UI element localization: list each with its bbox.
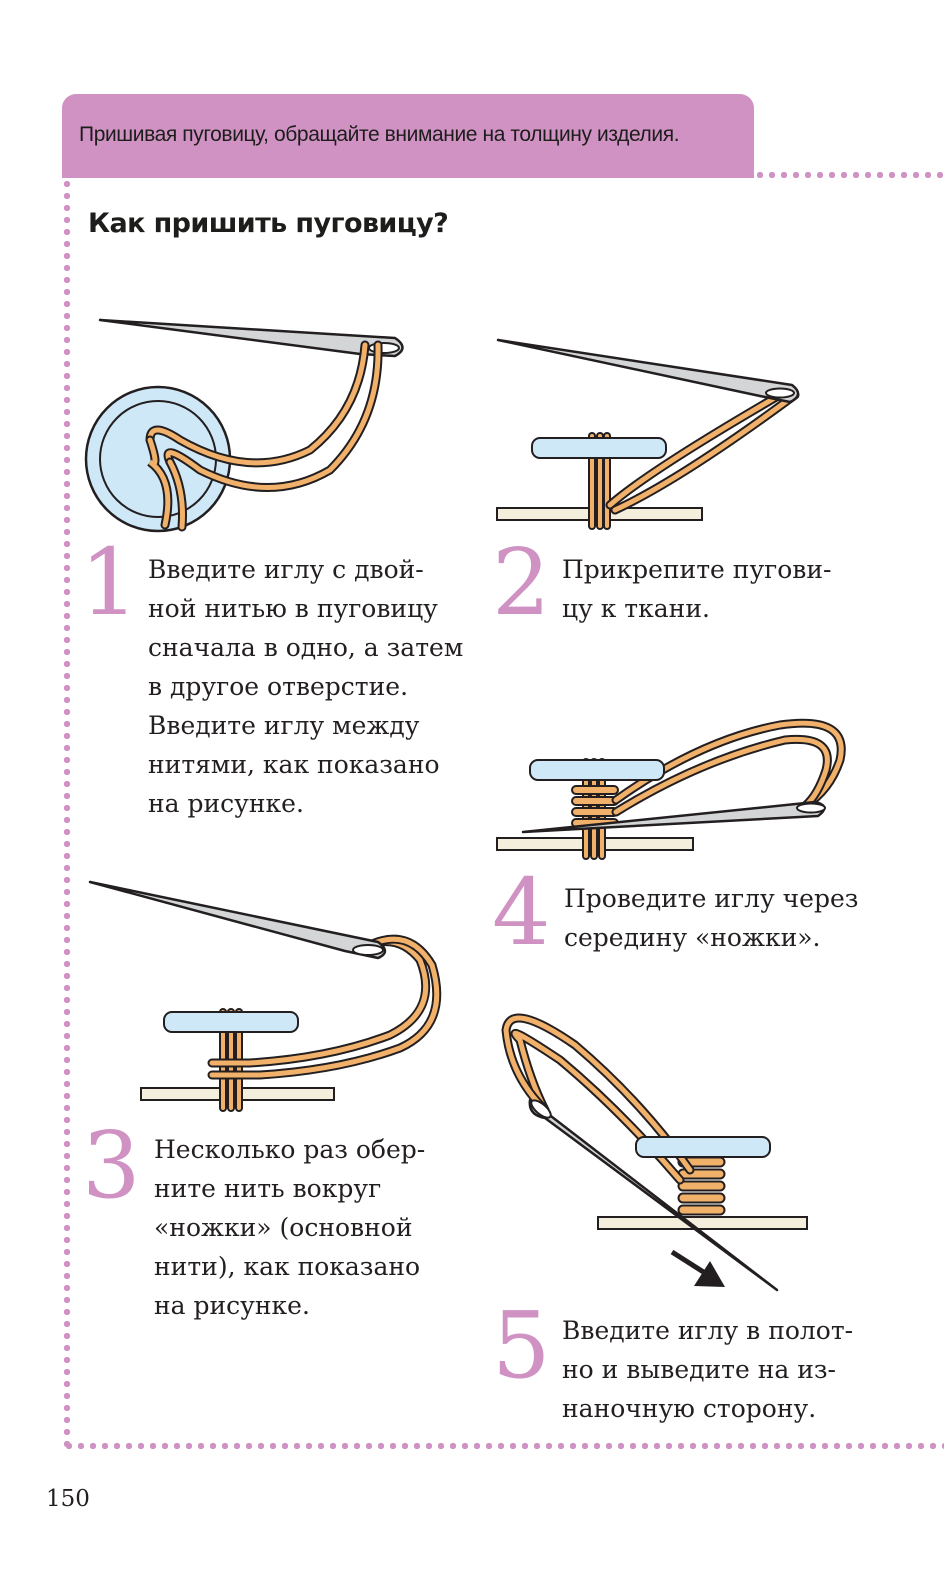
- dotted-border-top: [754, 171, 944, 179]
- step-2-number: 2: [492, 529, 551, 636]
- needle-icon: [88, 880, 387, 960]
- arrow-down-right-icon: [670, 1249, 725, 1287]
- fabric-icon: [597, 1216, 808, 1230]
- step-1-text: Введите иглу с двой- ной нитью в пуговиц…: [148, 555, 464, 818]
- button-icon: [163, 1011, 299, 1033]
- thread-icon: [145, 340, 383, 532]
- needle-icon: [496, 338, 800, 404]
- step-3-text: Несколько раз обер- ните нить вокруг «но…: [154, 1135, 426, 1320]
- step-3-number: 3: [82, 1112, 141, 1219]
- needle-icon: [521, 800, 826, 834]
- thread-icon: [207, 934, 442, 1112]
- dotted-border-bottom: [63, 1442, 944, 1450]
- step-4-number: 4: [492, 859, 551, 966]
- dotted-border-left: [63, 178, 71, 1450]
- step-5-text: Введите иглу в полот- но и выведите на и…: [562, 1316, 854, 1423]
- button-icon: [531, 437, 667, 459]
- step-1-number: 1: [80, 529, 139, 636]
- section-header: Пришивая пуговицу, обращайте внимание на…: [62, 94, 754, 178]
- step-2-text: Прикрепите пугови- цу к ткани.: [562, 555, 832, 623]
- button-icon: [529, 759, 665, 781]
- thread-icon: [571, 718, 846, 860]
- button-icon: [635, 1136, 771, 1158]
- page-title: Как пришить пуговицу?: [88, 208, 449, 239]
- section-header-text: Пришивая пуговицу, обращайте внимание на…: [79, 123, 680, 146]
- step-5-number: 5: [492, 1292, 551, 1399]
- needle-icon: [528, 1098, 779, 1292]
- page-number: 150: [46, 1486, 90, 1512]
- step-4-text: Проведите иглу через середину «ножки».: [564, 884, 859, 952]
